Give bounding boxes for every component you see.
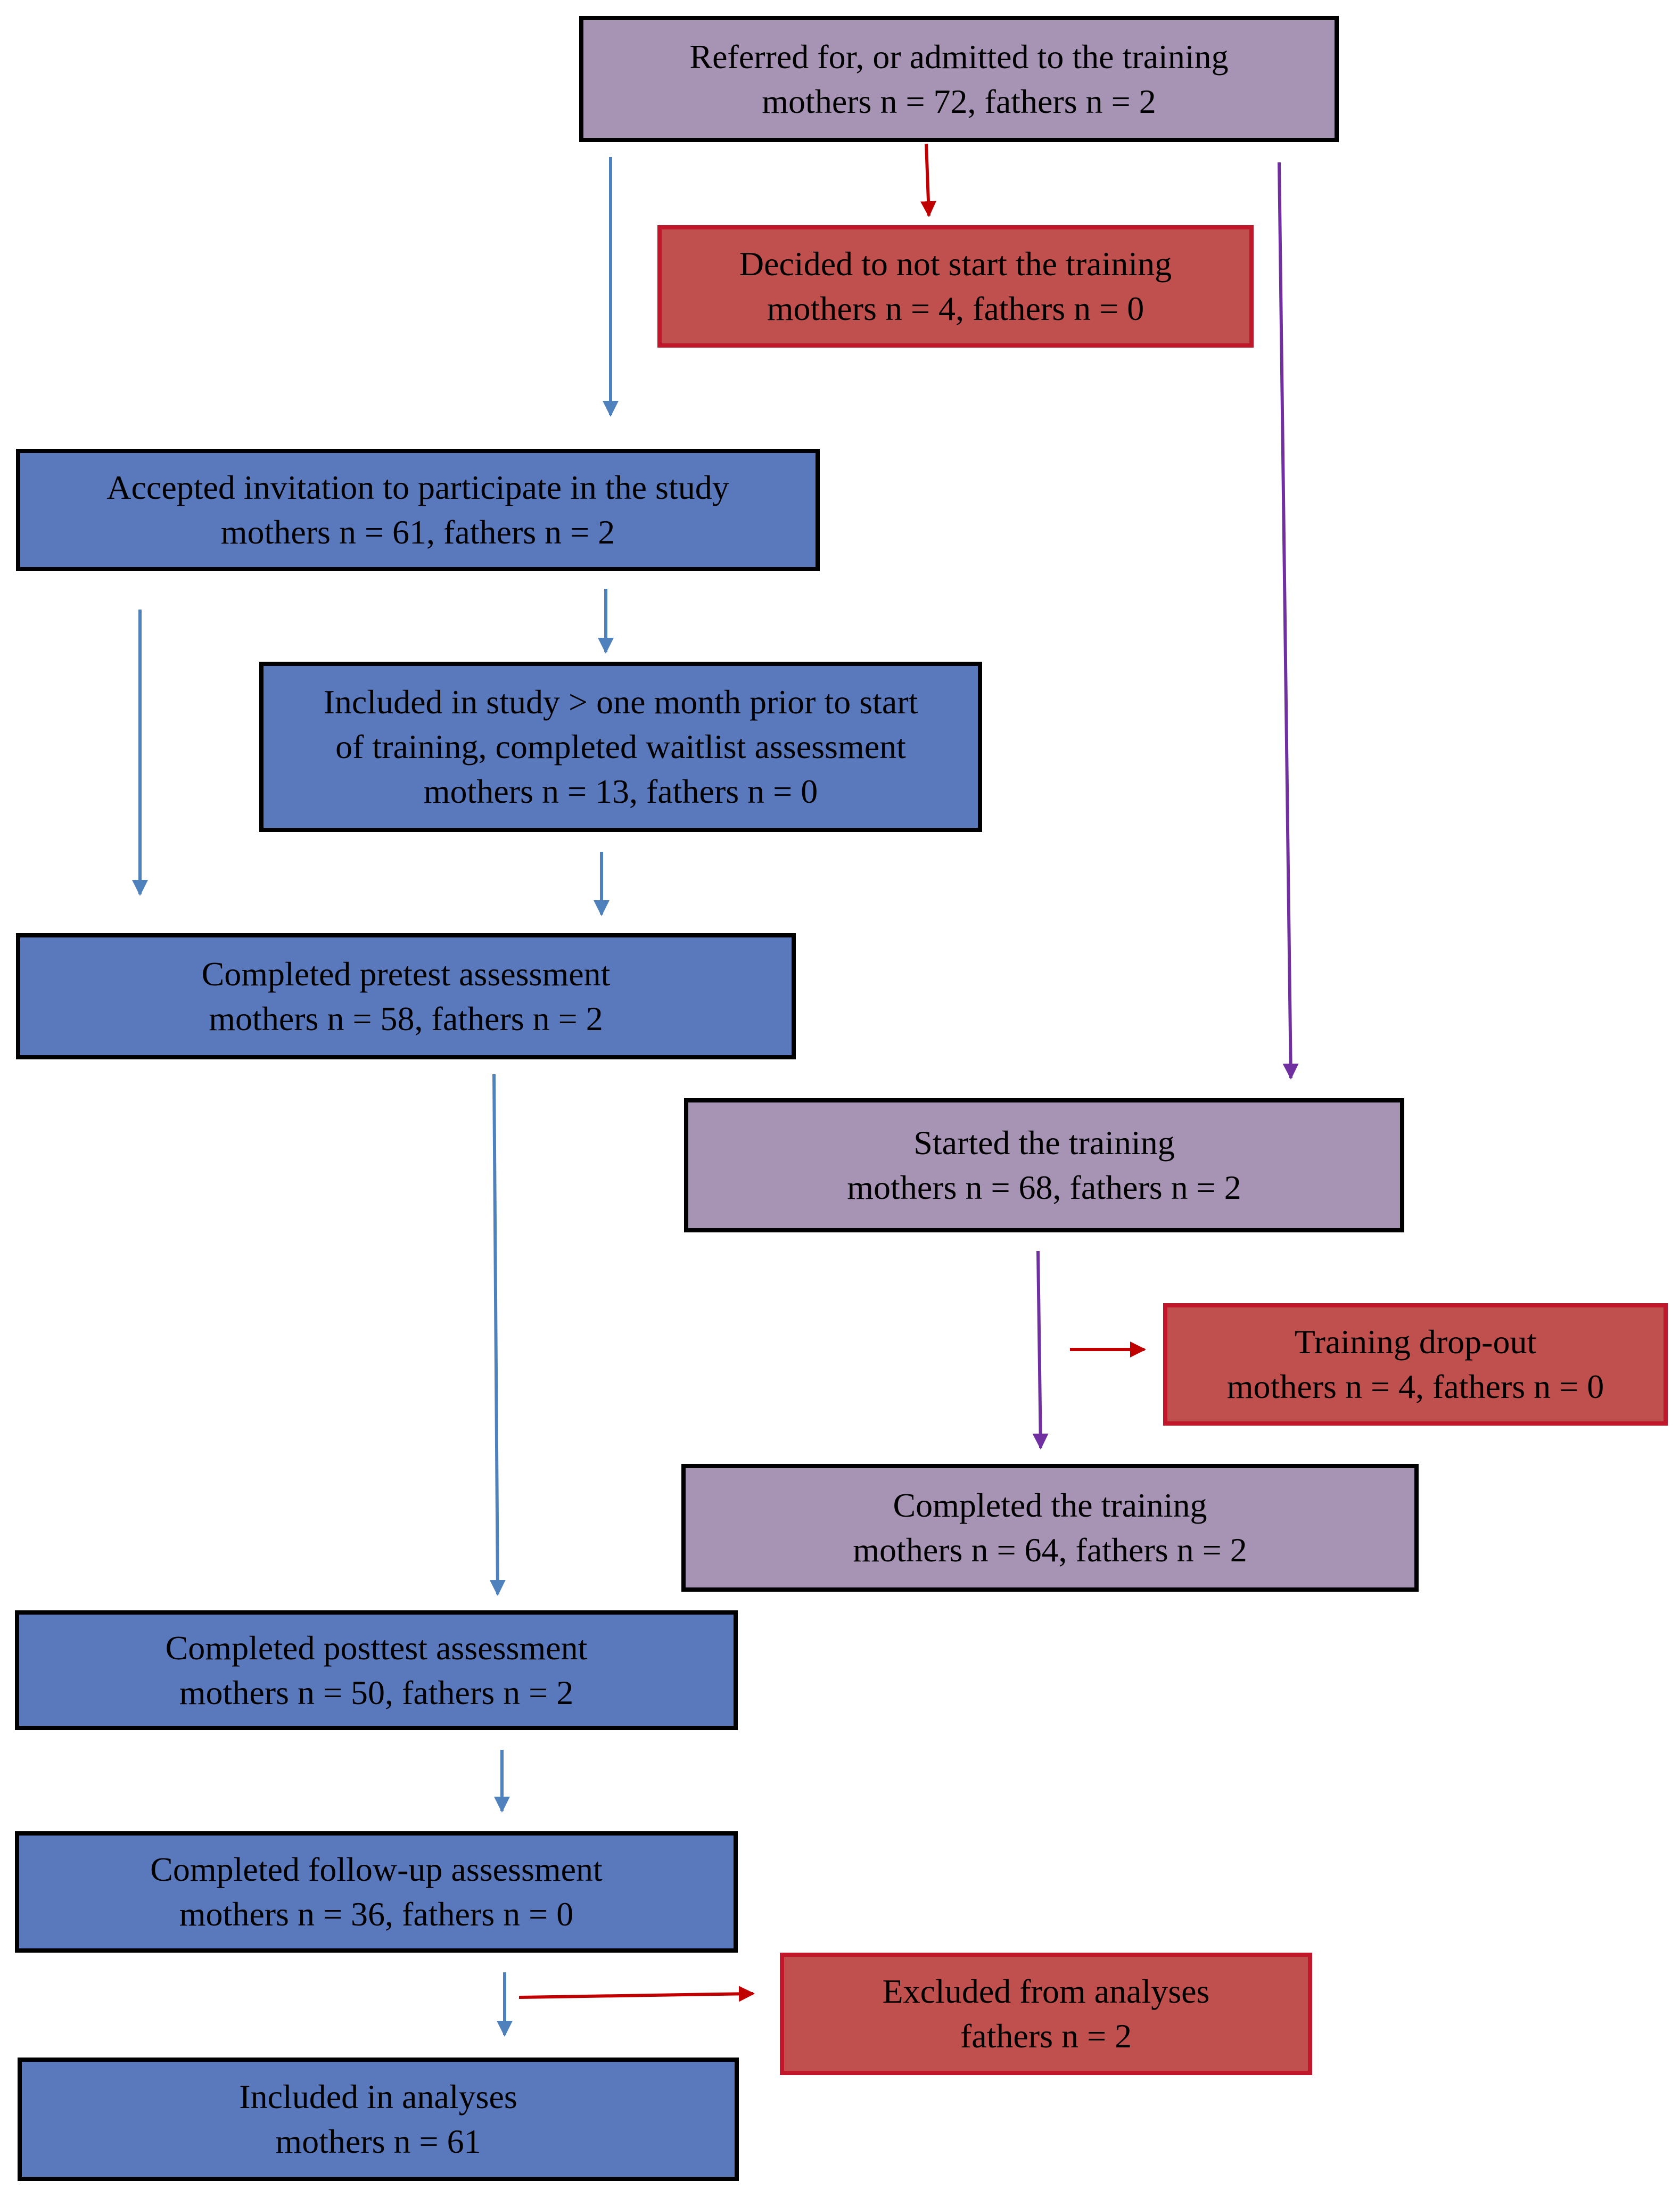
excluded-line1: Excluded from analyses [882, 1972, 1210, 2010]
referred-line2: mothers n = 72, fathers n = 2 [762, 82, 1156, 120]
box-referred: Referred for, or admitted to the trainin… [579, 16, 1339, 142]
box-not-start: Decided to not start the training mother… [657, 225, 1254, 348]
dropout-line2: mothers n = 4, fathers n = 0 [1226, 1368, 1604, 1405]
followup-line1: Completed follow-up assessment [150, 1850, 603, 1888]
accepted-line1: Accepted invitation to participate in th… [106, 468, 729, 506]
posttest-line1: Completed posttest assessment [165, 1628, 588, 1667]
not-start-line2: mothers n = 4, fathers n = 0 [767, 290, 1144, 327]
box-pretest: Completed pretest assessment mothers n =… [16, 933, 796, 1059]
not-start-line1: Decided to not start the training [739, 245, 1172, 283]
box-analyses: Included in analyses mothers n = 61 [18, 2058, 739, 2181]
box-completed-training: Completed the training mothers n = 64, f… [681, 1464, 1419, 1592]
dropout-line1: Training drop-out [1294, 1323, 1537, 1361]
arrow-pretest-to-posttest [489, 1074, 506, 1596]
started-line2: mothers n = 68, fathers n = 2 [847, 1168, 1241, 1206]
referred-line1: Referred for, or admitted to the trainin… [689, 37, 1229, 76]
arrow-to-excluded [518, 1986, 755, 2002]
box-followup: Completed follow-up assessment mothers n… [15, 1831, 738, 1953]
completed-training-line2: mothers n = 64, fathers n = 2 [853, 1531, 1247, 1569]
box-dropout: Training drop-out mothers n = 4, fathers… [1163, 1303, 1668, 1426]
box-included-early: Included in study > one month prior to s… [259, 662, 982, 832]
included-early-line3: mothers n = 13, fathers n = 0 [423, 772, 818, 810]
analyses-line2: mothers n = 61 [275, 2122, 481, 2160]
started-line1: Started the training [913, 1124, 1175, 1162]
pretest-line2: mothers n = 58, fathers n = 2 [209, 999, 603, 1038]
analyses-line1: Included in analyses [239, 2078, 517, 2116]
arrow-referred-to-started [1278, 162, 1299, 1080]
followup-line2: mothers n = 36, fathers n = 0 [179, 1895, 574, 1933]
posttest-line2: mothers n = 50, fathers n = 2 [179, 1673, 574, 1711]
box-started: Started the training mothers n = 68, fat… [684, 1098, 1404, 1232]
pretest-line1: Completed pretest assessment [201, 954, 611, 993]
box-excluded: Excluded from analyses fathers n = 2 [780, 1953, 1312, 2075]
included-early-line1: Included in study > one month prior to s… [323, 683, 918, 721]
completed-training-line1: Completed the training [893, 1486, 1207, 1524]
box-accepted: Accepted invitation to participate in th… [16, 449, 820, 571]
included-early-line2: of training, completed waitlist assessme… [335, 728, 906, 766]
arrow-referred-to-not-start [920, 143, 936, 217]
arrow-started-to-completed-training [1032, 1250, 1049, 1450]
accepted-line2: mothers n = 61, fathers n = 2 [220, 513, 615, 551]
excluded-line2: fathers n = 2 [960, 2017, 1132, 2055]
box-posttest: Completed posttest assessment mothers n … [15, 1610, 738, 1730]
